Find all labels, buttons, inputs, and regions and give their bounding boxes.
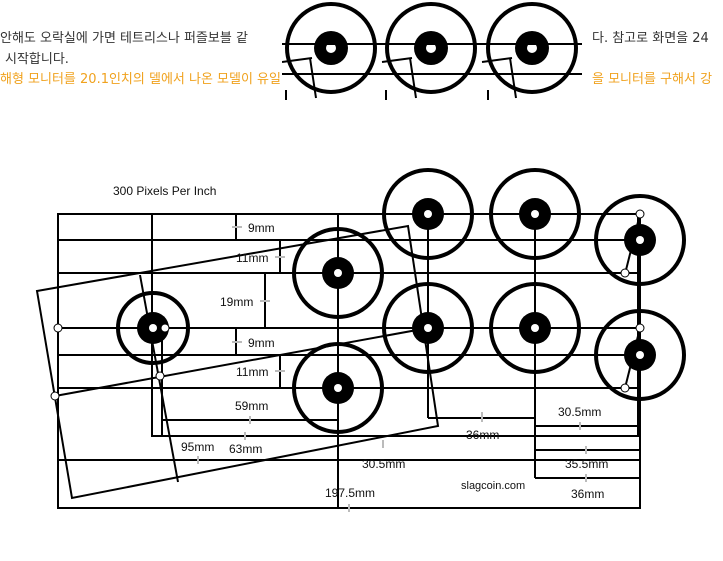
article-link-line-start[interactable]: 해형 모니터를 20.1인치의 델에서 나온 모델이 유일 — [0, 72, 281, 87]
dim-label-9mm-bottom: 9mm — [248, 336, 275, 350]
dim-label-30-5mm-right: 30.5mm — [558, 405, 601, 419]
dim-label-19mm: 19mm — [220, 295, 253, 309]
dim-label-11mm-top: 11mm — [236, 251, 268, 265]
article-text-line-1: 안해도 오락실에 가면 테트리스나 퍼즐보블 같 다. 참고로 화면을 24 — [0, 31, 709, 47]
dim-label-35-5mm: 35.5mm — [565, 457, 608, 471]
article-link-line[interactable]: 해형 모니터를 20.1인치의 델에서 나온 모델이 유일 을 모니터를 구해서… — [0, 72, 712, 88]
article-text-line-1-start: 안해도 오락실에 가면 테트리스나 퍼즐보블 같 — [0, 31, 248, 46]
dim-label-30-5mm-bottom: 30.5mm — [362, 457, 405, 471]
article-text-line-2: 시작합니다. — [0, 52, 69, 68]
diagram-title: 300 Pixels Per Inch — [113, 184, 216, 198]
dim-label-36mm-bottom: 36mm — [571, 487, 604, 501]
dim-label-197-5mm: 197.5mm — [325, 486, 375, 500]
dim-label-63mm: 63mm — [229, 442, 262, 456]
button-layout-diagram: 300 Pixels Per Inch 9mm 11mm 19mm 9mm 11… — [0, 160, 723, 520]
article-text-line-2-text: 시작합니다. — [5, 52, 69, 67]
article-text-line-1-end: 다. 참고로 화면을 24 — [592, 31, 709, 46]
dim-label-11mm-bottom: 11mm — [236, 365, 268, 379]
dim-label-95mm: 95mm — [181, 440, 214, 454]
dim-label-36mm-mid: 36mm — [466, 428, 499, 442]
credit-text: slagcoin.com — [461, 480, 525, 492]
dim-label-9mm-top: 9mm — [248, 221, 275, 235]
dim-label-59mm: 59mm — [235, 399, 268, 413]
article-link-line-end[interactable]: 을 모니터를 구해서 강 — [592, 72, 713, 87]
header-button-image — [282, 0, 582, 100]
